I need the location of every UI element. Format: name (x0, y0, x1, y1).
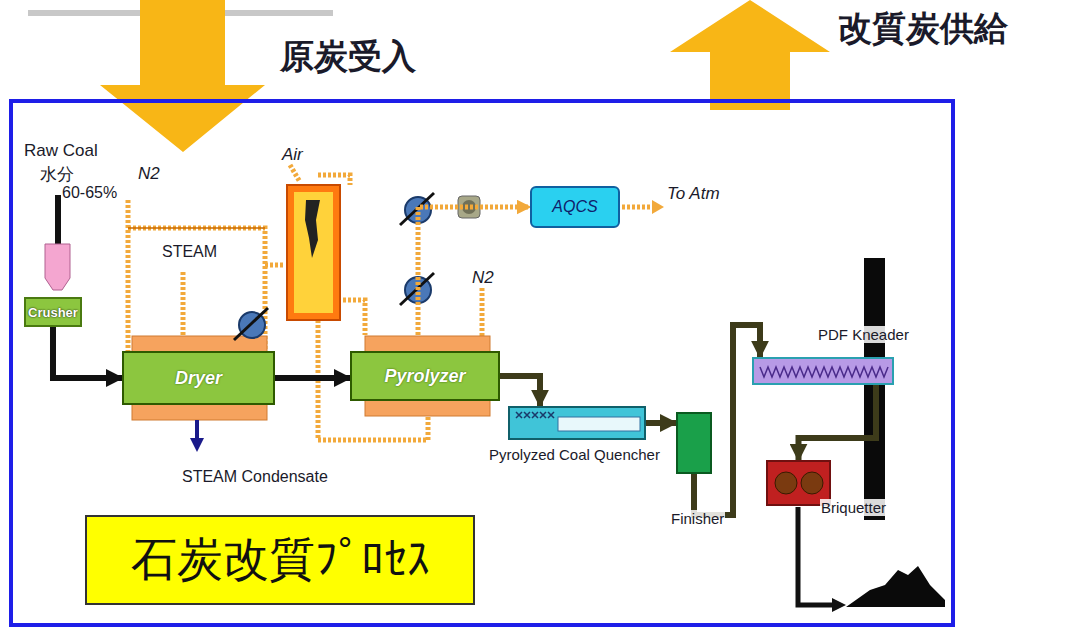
equipment-label: PDF Kneader (817, 326, 910, 343)
heading-label: 原炭受入 (280, 34, 416, 80)
output-arrow (670, 0, 830, 110)
quencher-box: Pyrolyzed Coal Quencher (508, 406, 646, 440)
equipment-detail (768, 462, 829, 504)
equipment-detail (510, 408, 644, 438)
pyrolyzer-box: Pyrolyzer (350, 351, 500, 401)
dryer-box: Dryer (122, 351, 275, 405)
dryer-jacket (132, 336, 267, 352)
stream-label: STEAM (162, 243, 217, 261)
box-label: 石炭改質ﾌﾟﾛｾｽ (131, 529, 430, 591)
flow-connector (799, 385, 877, 460)
cyclone-core (462, 200, 476, 214)
equipment-detail (754, 359, 892, 383)
flow-connector (418, 207, 530, 335)
stream-label: Raw Coal (24, 141, 98, 161)
pyrolyzer-jacket (365, 400, 490, 416)
equipment-label: Pyrolyzed Coal Quencher (488, 446, 661, 463)
gas-label: N2 (472, 268, 494, 288)
box-label: AQCS (552, 198, 597, 216)
coal-pile (846, 566, 945, 607)
aqcs-box: AQCS (530, 186, 620, 228)
stream-label: 水分 (40, 163, 74, 186)
dryer-jacket (132, 404, 267, 420)
equipment-label: Briquetter (820, 499, 887, 516)
process-frame (11, 101, 953, 625)
gas-label: Air (282, 145, 303, 165)
input-arrow (100, 0, 265, 152)
stream-label: 60-65% (62, 184, 117, 202)
box-label: Pyrolyzer (384, 366, 465, 387)
heading-label: 改質炭供給 (838, 6, 1008, 52)
combustor (287, 185, 340, 320)
product-head (832, 598, 846, 612)
stack-head (652, 200, 664, 214)
flow-connector (53, 327, 122, 378)
gas-label: N2 (138, 164, 160, 184)
kneader-box: PDF Kneader (752, 357, 894, 385)
flow-connector (500, 376, 540, 406)
combustor-flame (294, 192, 333, 313)
flow-connector (275, 375, 350, 381)
pyrolyzer-jacket (365, 336, 490, 352)
condensate-line (195, 420, 199, 440)
flow-connector (646, 420, 676, 426)
feed-line (55, 195, 61, 244)
title-box: 石炭改質ﾌﾟﾛｾｽ (85, 515, 475, 605)
box-label: Dryer (175, 368, 222, 389)
gas-pipe-edges (128, 227, 265, 229)
finisher-box: Finisher (676, 412, 712, 474)
stack-line (622, 205, 655, 210)
briquetter-box: Briquetter (766, 460, 831, 506)
burner (305, 200, 320, 258)
box-label: Crusher (28, 305, 78, 320)
crusher-box: Crusher (24, 297, 82, 327)
fan-mark (234, 308, 268, 340)
condensate-head (190, 438, 204, 452)
stream-label: STEAM Condensate (182, 468, 328, 486)
hopper (45, 244, 70, 290)
equipment-label: Finisher (670, 510, 725, 527)
gas-label: To Atm (667, 184, 720, 204)
product-line (798, 507, 835, 605)
